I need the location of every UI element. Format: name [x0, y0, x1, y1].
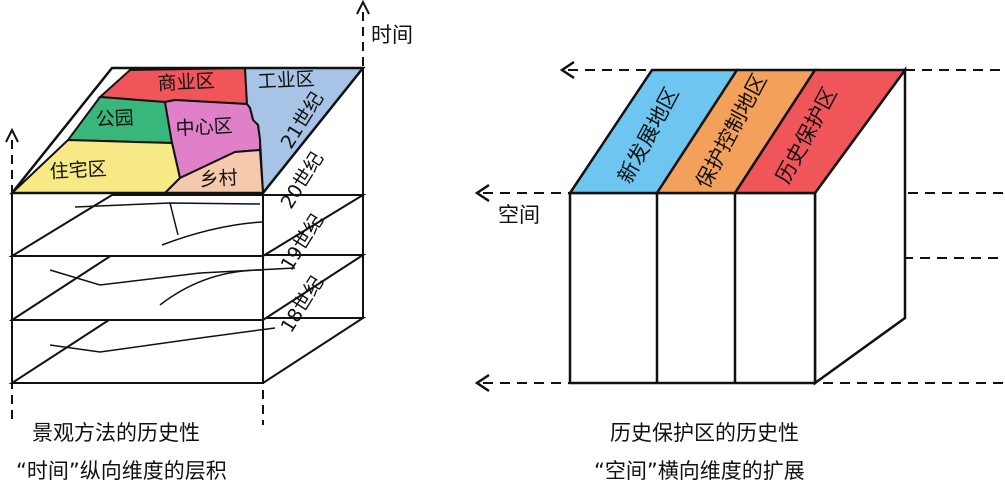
zone-protection [732, 68, 908, 195]
label-village: 乡村 [199, 167, 238, 191]
space-axis-arrow-icon [474, 183, 490, 203]
label-park: 公园 [95, 107, 134, 131]
space-expansion-diagram: 空间 新发展地区 保护控制地区 历史保护区 历史保护区的历史性 “空间”横向维度… [474, 60, 1003, 483]
layer-18-boundary-line [49, 327, 276, 353]
box-front-face [568, 191, 817, 385]
label-center: 中心区 [175, 115, 233, 140]
layer-18th-century [8, 317, 367, 384]
zone-village [162, 148, 265, 194]
layer-20-boundary-tick [169, 202, 179, 236]
time-layers-diagram: 时间 [5, 0, 413, 483]
label-commercial: 商业区 [157, 70, 215, 95]
time-axis-arrow-icon [356, 0, 370, 15]
bottom-left-arrow-icon [474, 373, 490, 393]
layer-19-boundary-curve [159, 269, 263, 306]
left-caption-line2: “时间”纵向维度的层积 [16, 459, 227, 483]
label-industrial: 工业区 [257, 68, 315, 93]
left-caption-line1: 景观方法的历史性 [32, 421, 200, 445]
time-axis-label: 时间 [371, 23, 413, 47]
right-caption-line2: “空间”横向维度的扩展 [594, 459, 805, 483]
layer-20-boundary-curve [161, 221, 263, 246]
left-up-arrow-icon [5, 127, 19, 143]
space-axis-label: 空间 [498, 203, 540, 227]
right-caption-line1: 历史保护区的历史性 [610, 421, 799, 445]
top-left-arrow-icon [559, 60, 575, 80]
label-residential: 住宅区 [49, 158, 107, 183]
